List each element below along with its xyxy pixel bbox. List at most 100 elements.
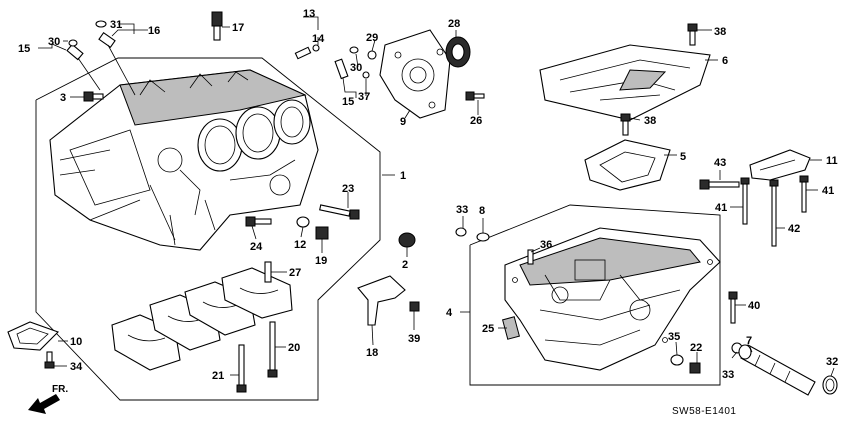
callout-40: 40 — [748, 300, 760, 312]
dowel-27 — [264, 261, 272, 283]
baffle-plate-6 — [539, 44, 711, 121]
washer-35 — [670, 354, 684, 366]
drain-bolt-22 — [689, 362, 701, 374]
leader-lines — [38, 16, 835, 377]
callout-11: 11 — [826, 155, 838, 167]
plug-2 — [398, 232, 416, 248]
callout-24: 24 — [250, 241, 263, 253]
callout-37: 37 — [358, 91, 370, 103]
callout-10: 10 — [70, 336, 82, 348]
bolt-34 — [44, 351, 55, 369]
water-joint-part-16 — [98, 31, 136, 96]
washer-30-left — [68, 39, 78, 47]
callout-30a: 30 — [48, 36, 60, 48]
callout-13: 13 — [303, 8, 315, 20]
bolt-26 — [465, 91, 485, 101]
callout-16: 16 — [148, 25, 160, 37]
bearing-cap-4 — [221, 267, 293, 319]
pipe-part-15 — [66, 43, 101, 91]
sealing-bolt-19 — [315, 226, 329, 240]
callout-15b: 15 — [342, 96, 354, 108]
callout-labels: 1 2 3 4 5 6 7 8 9 10 11 12 13 14 15 15 1… — [18, 8, 838, 382]
callout-12: 12 — [294, 239, 306, 251]
oil-pump-cover-9 — [379, 29, 451, 119]
callout-38a: 38 — [714, 26, 726, 38]
oil-pan-4 — [504, 227, 721, 371]
callout-20: 20 — [288, 342, 300, 354]
callout-31: 31 — [110, 19, 122, 31]
gasket-10 — [7, 321, 60, 351]
front-label: FR. — [52, 384, 68, 395]
callout-5: 5 — [680, 151, 686, 163]
callout-33a: 33 — [456, 204, 468, 216]
callout-32: 32 — [826, 356, 838, 368]
callout-30b: 30 — [350, 62, 362, 74]
bolt-38-mid — [620, 113, 631, 136]
callout-27: 27 — [289, 267, 301, 279]
front-direction-indicator: FR. — [28, 384, 68, 414]
callout-35: 35 — [668, 331, 680, 343]
dowel-pin-29 — [367, 50, 377, 60]
callout-38b: 38 — [644, 115, 656, 127]
callout-28: 28 — [448, 18, 460, 30]
callout-14: 14 — [312, 33, 325, 45]
callout-41a: 41 — [715, 202, 727, 214]
callout-33b: 33 — [722, 369, 734, 381]
o-ring-31 — [95, 20, 107, 28]
stud-36 — [527, 249, 534, 265]
bolt-41-right — [799, 175, 809, 213]
callout-9: 9 — [400, 116, 406, 128]
callout-21: 21 — [212, 370, 224, 382]
callout-23: 23 — [342, 183, 354, 195]
callout-17: 17 — [232, 22, 244, 34]
diagram-code: SW58-E1401 — [672, 406, 736, 417]
callout-19: 19 — [315, 255, 327, 267]
callout-29: 29 — [366, 32, 378, 44]
oil-seal-28 — [445, 36, 471, 68]
o-ring-37 — [362, 71, 370, 79]
bolt-3 — [83, 91, 104, 102]
front-arrow-icon — [28, 394, 60, 414]
bolt-23 — [319, 204, 360, 220]
callout-26: 26 — [470, 115, 482, 127]
block-group-outline — [35, 57, 381, 401]
bolt-41-left — [740, 177, 750, 225]
callout-6: 6 — [722, 55, 728, 67]
callout-4: 4 — [446, 307, 453, 319]
o-ring-30-right — [349, 46, 359, 54]
oil-pipe-7 — [738, 344, 816, 396]
cylinder-block — [49, 69, 319, 251]
oil-pressure-switch-17 — [211, 11, 223, 41]
stud-15-right — [334, 58, 349, 80]
bracket-18 — [357, 275, 406, 326]
bolt-39 — [409, 301, 420, 312]
oil-pan-group-outline — [469, 204, 721, 386]
washer-12 — [296, 216, 310, 228]
bolt-38-top — [687, 23, 698, 46]
washer-33-top — [455, 227, 467, 237]
callout-8: 8 — [479, 205, 485, 217]
bolt-43 — [699, 179, 740, 190]
o-ring-32 — [822, 375, 838, 395]
callout-36: 36 — [540, 239, 552, 251]
callout-42: 42 — [788, 223, 800, 235]
o-ring-8 — [476, 232, 490, 242]
callout-41b: 41 — [822, 185, 834, 197]
bolt-20 — [267, 321, 278, 378]
callout-39: 39 — [408, 333, 420, 345]
washer-14 — [312, 44, 320, 52]
callout-22: 22 — [690, 342, 702, 354]
bolt-40 — [728, 291, 738, 324]
bolt-21 — [236, 344, 247, 393]
stud-bolt-13 — [294, 46, 312, 60]
gasket-5 — [584, 139, 671, 191]
callout-3: 3 — [60, 92, 66, 104]
stiffener-bracket-11 — [749, 149, 811, 181]
callout-15a: 15 — [18, 43, 30, 55]
baffle-25 — [502, 316, 520, 340]
callout-7: 7 — [746, 335, 752, 347]
callout-18: 18 — [366, 347, 378, 359]
callout-34: 34 — [70, 361, 83, 373]
callout-43: 43 — [714, 157, 726, 169]
